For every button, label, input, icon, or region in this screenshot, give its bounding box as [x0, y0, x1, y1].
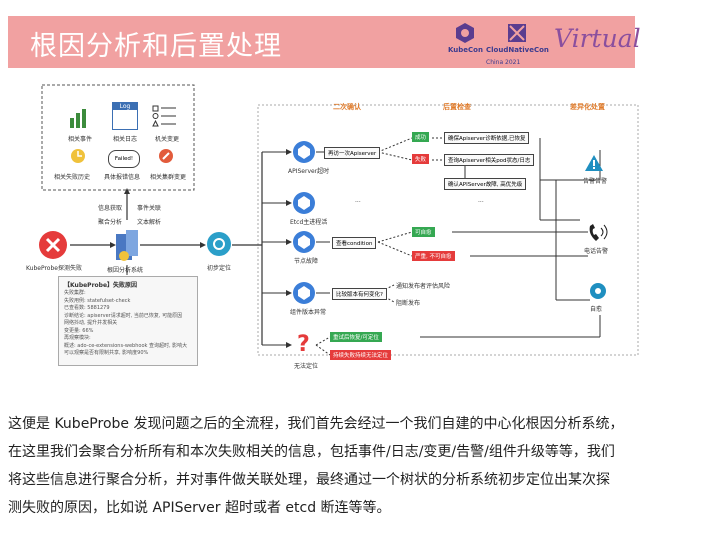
node-component-version: 组件版本异常 — [290, 309, 327, 316]
header-second-confirm: 二次确认 — [333, 103, 361, 111]
report-line: 再观察模块: — [64, 335, 91, 341]
probe-fail-icon — [39, 231, 67, 259]
paragraph-line: 测失败的原因，比如说 APIServer 超时或者 etcd 断连等等。 — [8, 500, 391, 516]
report-line: 变更量: 66% — [64, 327, 94, 334]
body-paragraph: 这便是 KubeProbe 发现问题之后的全流程，我们首先会经过一个我们自建的中… — [8, 410, 698, 522]
node-rca-system: 根因分析系统 — [107, 267, 144, 274]
gear-icon — [590, 283, 606, 299]
alert-icon — [585, 155, 603, 171]
report-line: 诊断结论: apiserver请求超时, 当前已恢复, 可能原因 — [64, 312, 183, 319]
action-version-check: 比较版本有何变化? — [332, 288, 387, 300]
label-failure-history: 相关失败历史 — [54, 174, 91, 181]
virtual-wordmark: Virtual — [554, 24, 641, 53]
label-info-fetch: 信息获取 — [98, 205, 123, 212]
history-icon — [71, 149, 85, 163]
result-recovered: 确保Apiserver诊断依据,已恢复 — [444, 132, 530, 144]
node-fault: 节点故障 — [294, 258, 319, 265]
slide-banner: 根因分析和后置处理 KubeCon CloudNativeCon China 2… — [8, 16, 641, 68]
outcome-auto-heal: 自愈 — [590, 306, 603, 313]
node-initial-locate: 初步定位 — [207, 265, 232, 272]
report-line: 概述: ado-ce-extensions-webhook 查询超时, 影响大 — [64, 342, 188, 349]
cloudnativecon-logo: CloudNativeCon — [486, 22, 549, 54]
result-notify-owner: 通知发布者评估风险 — [396, 283, 451, 290]
result-block-release: 阻断发布 — [396, 300, 421, 307]
result-check-pod: 查询Apiserver相关pod状态/日志 — [444, 154, 535, 166]
change-list-icon — [152, 105, 176, 127]
report-line: 已查看数: 5881279 — [64, 305, 110, 311]
failure-report-card: 【KubeProbe】失败原因 失败集群: 失败用例: statefulset-… — [58, 276, 198, 366]
etcd-icon — [293, 192, 315, 214]
report-line: 失败用例: statefulset-check — [64, 297, 131, 304]
node-etcd: Etcd主进程活 — [290, 219, 328, 226]
slide-title: 根因分析和后置处理 — [30, 31, 282, 62]
node-kubeprobe-failed: KubeProbe探测失败 — [26, 265, 82, 272]
action-view-condition: 查看condition — [332, 237, 377, 249]
node-icon — [293, 231, 315, 253]
label-cluster-changes: 相关集群变更 — [150, 174, 187, 181]
rocket-icon — [159, 149, 173, 163]
report-line: 可以观察是否有限制共享, 影响度90% — [64, 350, 149, 356]
failed-bubble: Failed! — [108, 150, 140, 168]
label-error-details: 具体报错信息 — [104, 174, 141, 181]
label-text-parse: 文本解析 — [137, 219, 162, 226]
label-related-logs: 相关日志 — [113, 136, 138, 143]
event-year: China 2021 — [486, 59, 521, 66]
label-event-link: 事件关联 — [137, 205, 162, 212]
report-line: 网络抖动, 提升并发相关 — [64, 320, 118, 326]
phone-icon — [589, 224, 608, 241]
result-confirm-fault: 确认APIServer故障, 高优先级 — [444, 178, 527, 190]
paragraph-line: 将这些信息进行聚合分析，并对事件做关联处理，最终通过一个树状的分析系统初步定位出… — [8, 472, 610, 488]
node-apiserver-timeout: APIServer超时 — [288, 168, 330, 175]
tag-success: 成功 — [412, 132, 430, 142]
paragraph-line: 这便是 KubeProbe 发现问题之后的全流程，我们首先会经过一个我们自建的中… — [8, 416, 624, 432]
action-retry-apiserver: 再访一次Apiserver — [324, 147, 381, 159]
kubecon-logo: KubeCon — [448, 22, 483, 54]
kubecon-label: KubeCon — [448, 46, 483, 54]
report-line: 失败集群: — [64, 290, 86, 296]
tag-retry-locate: 重试后恢复/可定位 — [330, 332, 382, 342]
tag-fail: 失败 — [412, 154, 430, 164]
report-title: 【KubeProbe】失败原因 — [64, 282, 138, 289]
diagram-lines — [41, 84, 639, 356]
apiserver-ellipsis: ... — [478, 197, 484, 204]
kubecon-icon — [456, 23, 475, 43]
outcome-alert: 告警告警 — [583, 178, 608, 185]
bar-chart-icon — [70, 109, 86, 128]
header-differentiated: 差异化处置 — [570, 103, 605, 111]
cloudnativecon-label: CloudNativeCon — [486, 46, 549, 54]
label-related-changes: 机关变更 — [155, 136, 180, 143]
question-icon: ? — [297, 332, 310, 357]
etcd-ellipsis: ... — [355, 197, 361, 204]
outcome-phone: 电话告警 — [584, 248, 609, 255]
tag-persistent-fail: 持续失败持续无法定位 — [330, 350, 392, 360]
locate-icon — [207, 232, 231, 256]
node-unknown: 无法定位 — [294, 363, 319, 370]
tag-severe: 严重, 不可自愈 — [412, 251, 455, 261]
apiserver-icon — [293, 141, 315, 163]
cncf-icon — [508, 24, 527, 42]
label-aggregate: 聚合分析 — [98, 219, 123, 226]
paragraph-line: 在这里我们会聚合分析所有和本次失败相关的信息，包括事件/日志/变更/告警/组件升… — [8, 444, 615, 460]
label-related-events: 相关事件 — [68, 136, 93, 143]
header-post-check: 后置检查 — [443, 103, 471, 111]
tag-recoverable: 可自愈 — [412, 227, 435, 237]
log-icon: Log — [112, 102, 138, 130]
rca-system-icon — [116, 230, 138, 261]
component-icon — [293, 282, 315, 304]
rca-flow-diagram: 二次确认 后置检查 差异化处置 Log 相关事件 相关日志 机关变更 Faile… — [0, 80, 705, 380]
